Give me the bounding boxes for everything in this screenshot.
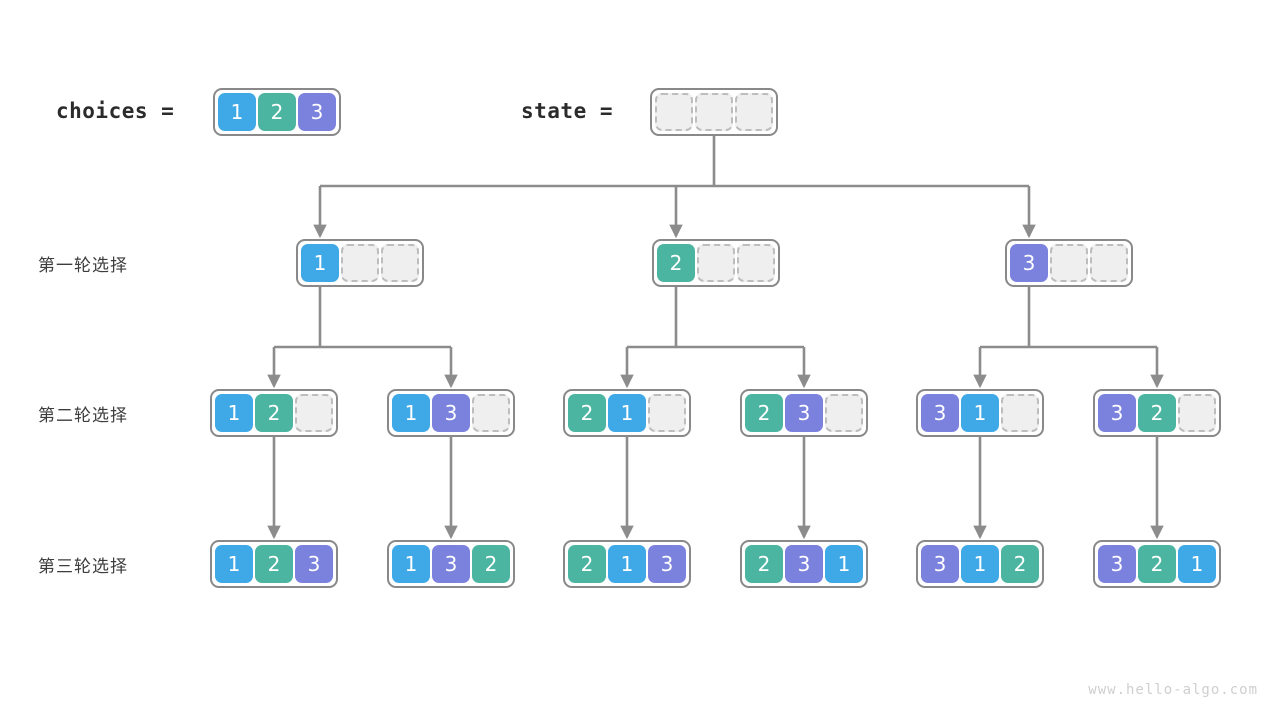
state-array [650,88,778,136]
r3n1-cell-filled: 1 [215,545,253,583]
r2n1-cell-filled: 1 [215,394,253,432]
r2n1-cell-filled: 2 [255,394,293,432]
r2n4-cell-filled: 2 [745,394,783,432]
row-label-3: 第三轮选择 [38,557,128,577]
r2n2-cell-filled: 1 [392,394,430,432]
r2n6-cell-filled: 3 [1098,394,1136,432]
state-label: state = [521,99,614,123]
r2n4-cell-filled: 3 [785,394,823,432]
state-node-r1-1: 1 [296,239,424,287]
r2n4-cell-empty [825,394,863,432]
r3n4-cell-filled: 2 [745,545,783,583]
r3n2-cell-filled: 3 [432,545,470,583]
r3n5-cell-filled: 3 [921,545,959,583]
state-node-r1-3: 3 [1005,239,1133,287]
r2n2-cell-filled: 3 [432,394,470,432]
row-label-1: 第一轮选择 [38,256,128,276]
r3n3-cell-filled: 2 [568,545,606,583]
r3n6-cell-filled: 1 [1178,545,1216,583]
r2n5-cell-filled: 1 [961,394,999,432]
r1n3-cell-empty [1090,244,1128,282]
r1n2-cell-empty [737,244,775,282]
watermark: www.hello-algo.com [1088,682,1258,698]
r2n5-cell-empty [1001,394,1039,432]
r3n2-cell-filled: 2 [472,545,510,583]
choices-cell-filled: 3 [298,93,336,131]
r3n4-cell-filled: 3 [785,545,823,583]
r1n1-cell-filled: 1 [301,244,339,282]
choices-label: choices = [56,99,175,123]
state-node-r1-2: 2 [652,239,780,287]
r3n5-cell-filled: 1 [961,545,999,583]
choices-cell-filled: 2 [258,93,296,131]
r3n2-cell-filled: 1 [392,545,430,583]
state-cell-empty [655,93,693,131]
r2n3-cell-empty [648,394,686,432]
state-cell-empty [735,93,773,131]
choices-cell-filled: 1 [218,93,256,131]
r3n5-cell-filled: 2 [1001,545,1039,583]
r2n6-cell-filled: 2 [1138,394,1176,432]
r1n3-cell-empty [1050,244,1088,282]
r1n2-cell-empty [697,244,735,282]
r2n3-cell-filled: 1 [608,394,646,432]
r3n1-cell-filled: 2 [255,545,293,583]
r3n1-cell-filled: 3 [295,545,333,583]
r1n2-cell-filled: 2 [657,244,695,282]
r3n6-cell-filled: 3 [1098,545,1136,583]
r1n1-cell-empty [381,244,419,282]
r2n2-cell-empty [472,394,510,432]
state-cell-empty [695,93,733,131]
r3n4-cell-filled: 1 [825,545,863,583]
row-label-2: 第二轮选择 [38,406,128,426]
r3n3-cell-filled: 3 [648,545,686,583]
r2n3-cell-filled: 2 [568,394,606,432]
r3n6-cell-filled: 2 [1138,545,1176,583]
r2n6-cell-empty [1178,394,1216,432]
r2n5-cell-filled: 3 [921,394,959,432]
r1n1-cell-empty [341,244,379,282]
r1n3-cell-filled: 3 [1010,244,1048,282]
r3n3-cell-filled: 1 [608,545,646,583]
r2n1-cell-empty [295,394,333,432]
